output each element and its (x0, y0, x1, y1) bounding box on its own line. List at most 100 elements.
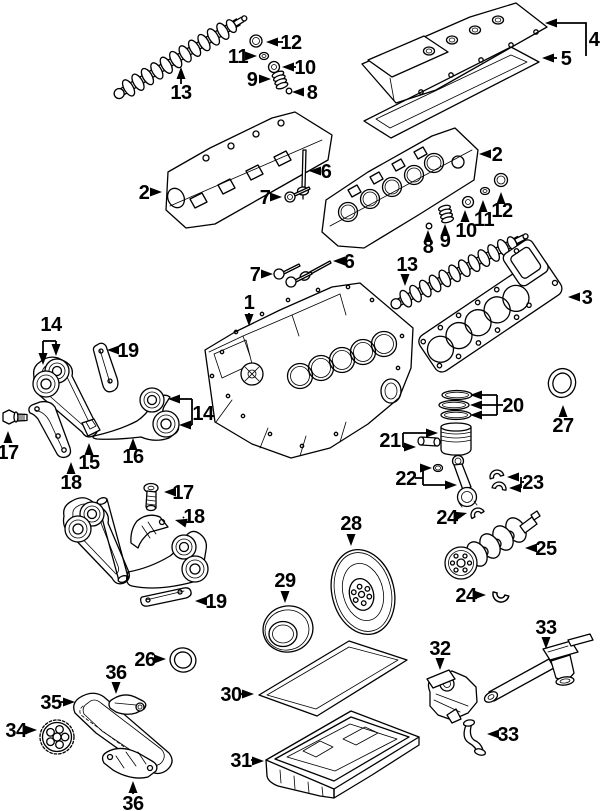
lower-timing-chain (73, 692, 173, 775)
arrowhead-icon (280, 591, 290, 603)
callout-25: 25 (525, 538, 557, 560)
callout-8: 8 (292, 82, 318, 104)
crankshaft (444, 510, 541, 580)
arrowhead-icon (346, 534, 356, 546)
arrowhead-icon (460, 210, 470, 222)
cylinder-head-right (321, 127, 479, 249)
callout-22: 22 (395, 463, 457, 490)
arrowhead-icon (474, 590, 486, 600)
cam-sprocket (181, 555, 209, 583)
rod-bearings (487, 467, 508, 491)
callout-34: 34 (5, 720, 37, 742)
part-number-label: 12 (491, 200, 513, 222)
arrowhead-icon (154, 654, 166, 664)
callout-19: 19 (195, 591, 227, 613)
timing-chain-assembly-lower (62, 482, 209, 607)
part-number-label: 9 (247, 69, 258, 91)
callout-20: 20 (470, 390, 524, 420)
chain-guide (92, 342, 119, 393)
crankshaft-rear-seal (547, 367, 577, 399)
arrowhead-icon (420, 463, 432, 473)
arrowhead-icon (266, 37, 278, 47)
arrowhead-icon (3, 431, 13, 443)
arrowhead-icon (150, 187, 162, 197)
part-number-label: 8 (423, 236, 434, 258)
spring-retainer (461, 195, 475, 209)
callout-1: 1 (244, 292, 255, 326)
part-number-label: 30 (220, 684, 242, 706)
oil-pickup-tube (483, 633, 594, 703)
arrowhead-icon (509, 483, 521, 493)
valve-spring (437, 203, 455, 225)
arrowhead-icon (252, 756, 264, 766)
part-number-label: 8 (307, 82, 318, 104)
valve-seal (285, 87, 293, 95)
exhaust-valve (273, 263, 301, 280)
arrowhead-icon (292, 87, 304, 97)
callout-31: 31 (230, 750, 264, 772)
callout-10: 10 (455, 210, 477, 242)
callout-8: 8 (423, 230, 434, 258)
part-number-label: 10 (455, 220, 477, 242)
callout-15: 15 (78, 443, 100, 474)
valve-spring (270, 69, 290, 91)
callout-11: 11 (228, 46, 257, 68)
piston-rings (438, 389, 473, 421)
arrowhead-icon (270, 192, 282, 202)
callout-4: 4 (545, 18, 600, 56)
arrowhead-icon (400, 274, 410, 286)
arrowhead-icon (175, 518, 188, 528)
callout-18: 18 (175, 506, 205, 528)
part-number-label: 5 (561, 48, 572, 70)
part-number-label: 3 (582, 287, 593, 309)
part-number-label: 15 (78, 452, 100, 474)
arrowhead-icon (568, 292, 580, 302)
connecting-rod (432, 454, 478, 508)
callout-14: 14 (168, 394, 215, 430)
arrowhead-icon (25, 725, 37, 735)
part-number-label: 24 (455, 585, 478, 607)
callout-24: 24 (436, 507, 467, 529)
arrowhead-icon (309, 166, 321, 176)
callout-24: 24 (455, 585, 486, 607)
callout-17: 17 (0, 431, 19, 464)
chain-guide-upper (108, 694, 147, 715)
callout-21: 21 (379, 428, 438, 452)
part-number-label: 29 (274, 570, 296, 592)
part-number-label: 13 (170, 82, 192, 104)
arrowhead-icon (176, 67, 186, 79)
part-number-label: 10 (294, 57, 316, 79)
callout-7: 7 (250, 264, 273, 286)
arrowhead-icon (244, 314, 254, 326)
arrowhead-icon (478, 200, 488, 212)
arrowhead-icon (470, 390, 482, 400)
part-number-label: 23 (522, 472, 544, 494)
arrowhead-icon (164, 487, 176, 497)
arrowhead-icon (63, 697, 75, 707)
callout-17: 17 (164, 482, 194, 504)
tensioner-bolt (2, 409, 28, 425)
arrowhead-icon (261, 269, 273, 279)
arrowhead-icon (525, 543, 537, 553)
arrowhead-icon (487, 729, 499, 739)
part-number-label: 11 (228, 46, 249, 68)
exhaust-valve (284, 186, 311, 203)
part-number-label: 31 (230, 750, 252, 772)
arrowhead-icon (245, 51, 257, 61)
arrowhead-icon (195, 596, 207, 606)
chain-tensioner (81, 418, 101, 437)
arrowhead-icon (84, 443, 94, 455)
crankshaft-pulley (262, 605, 314, 653)
callout-16: 16 (122, 438, 144, 468)
part-number-label: 36 (105, 662, 127, 684)
part-number-label: 28 (340, 513, 362, 535)
part-number-label: 34 (5, 720, 28, 742)
arrowhead-icon (38, 353, 48, 365)
valve-train-parts-right (425, 172, 509, 230)
part-number-label: 33 (535, 617, 557, 639)
arrowhead-icon (333, 256, 345, 266)
part-number-label: 7 (250, 264, 261, 286)
callout-12: 12 (266, 32, 302, 54)
